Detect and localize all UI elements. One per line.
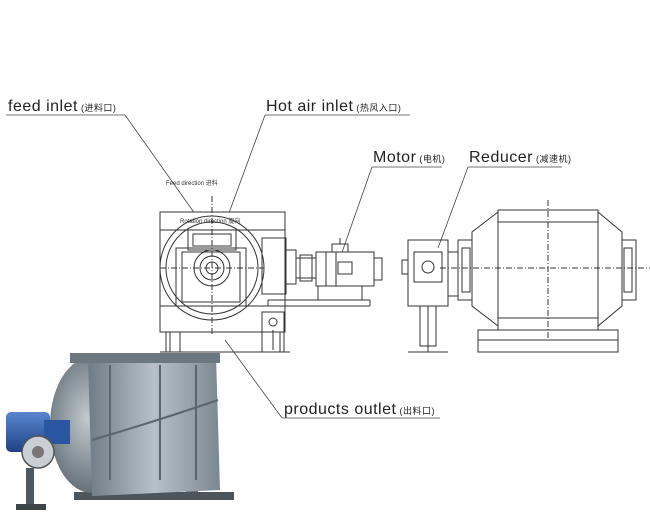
motor-label-en: Motor <box>373 149 417 166</box>
motor-label-cn: (电机) <box>419 154 446 164</box>
front-view-drawing <box>159 196 383 353</box>
rotation-direction-text: Rotation direction <box>180 219 227 225</box>
machine-photo <box>6 353 234 510</box>
feed-direction-text: Feed direction <box>166 181 205 187</box>
hot-air-inlet-label-cn: (热风入口) <box>356 103 402 113</box>
hot-air-inlet-label-en: Hot air inlet <box>266 98 354 115</box>
feed-inlet-label-en: feed inlet <box>8 98 78 115</box>
products-outlet-label-en: products outlet <box>284 401 397 418</box>
leader-lines <box>6 114 562 419</box>
feed-inlet-label-cn: (进料口) <box>80 103 117 113</box>
reducer-label: Reducer(减速机) <box>469 149 571 167</box>
feed-direction-cn: 进料 <box>205 181 218 187</box>
reducer-label-cn: (减速机) <box>535 154 572 164</box>
feed-direction-note: Feed direction 进料 <box>166 178 218 187</box>
rotation-direction-note: Rotation direction 旋向 <box>180 216 240 225</box>
hot-air-inlet-label: Hot air inlet(热风入口) <box>266 98 401 116</box>
products-outlet-label-cn: (出料口) <box>399 406 435 416</box>
reducer-label-en: Reducer <box>469 149 533 166</box>
side-view-drawing <box>401 200 650 353</box>
rotation-direction-cn: 旋向 <box>228 219 241 225</box>
feed-inlet-label: feed inlet(进料口) <box>8 98 116 116</box>
motor-label: Motor(电机) <box>373 149 445 167</box>
products-outlet-label: products outlet(出料口) <box>284 401 435 419</box>
